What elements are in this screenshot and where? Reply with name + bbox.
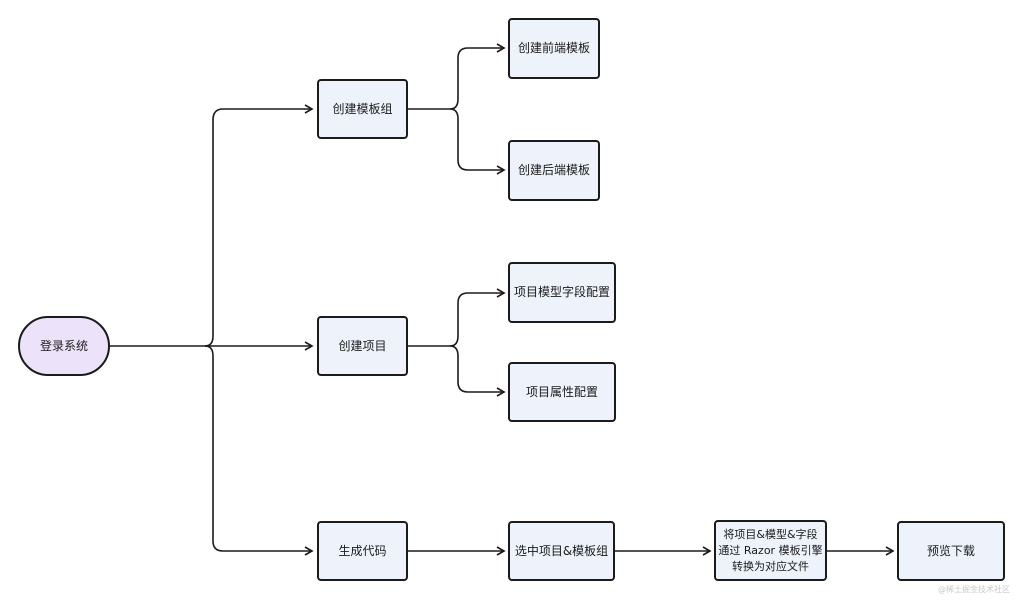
edge-to-backend-template xyxy=(449,108,506,175)
edge-login-to-template-group xyxy=(204,104,314,347)
node-create-project: 创建项目 xyxy=(317,316,408,376)
node-razor-convert: 将项目&模型&字段 通过 Razor 模板引擎 转换为对应文件 xyxy=(714,520,827,581)
node-select-project-template-group: 选中项目&模板组 xyxy=(508,521,615,581)
node-create-template-group: 创建模板组 xyxy=(317,79,408,139)
node-project-attribute-config: 项目属性配置 xyxy=(508,362,616,422)
edge-to-attribute-config xyxy=(449,345,506,397)
node-login: 登录系统 xyxy=(18,316,110,376)
edge-to-model-field-config xyxy=(449,288,506,347)
node-generate-code: 生成代码 xyxy=(317,521,408,581)
edge-login-to-generate-code xyxy=(204,345,314,556)
node-create-backend-template: 创建后端模板 xyxy=(508,140,600,201)
edge-to-frontend-template xyxy=(449,43,506,110)
node-project-model-field-config: 项目模型字段配置 xyxy=(508,262,616,323)
node-create-frontend-template: 创建前端模板 xyxy=(508,18,600,79)
watermark: @稀土掘金技术社区 xyxy=(938,585,1010,594)
node-preview-download: 预览下载 xyxy=(897,521,1005,581)
